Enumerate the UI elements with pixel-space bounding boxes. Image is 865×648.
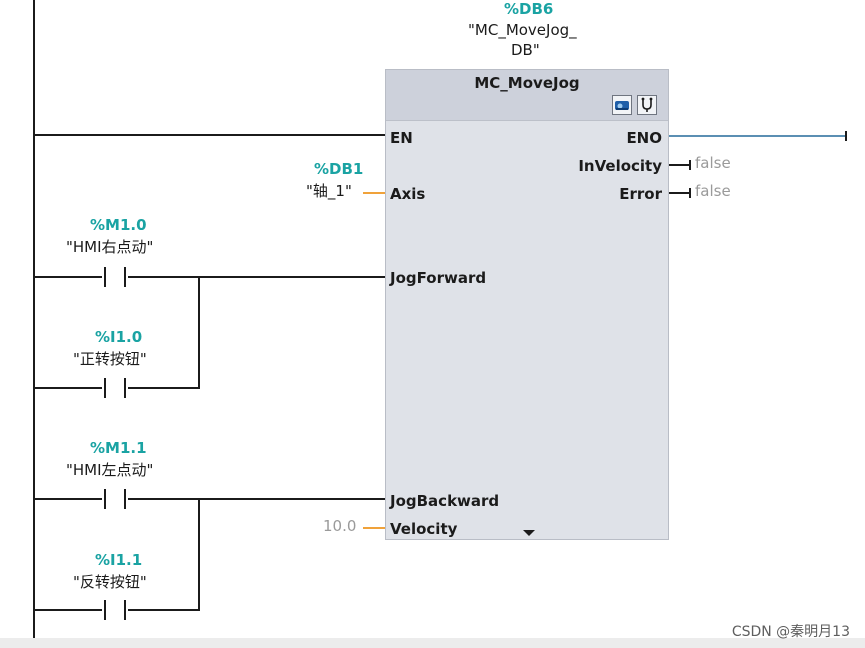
contact-3-no-contact[interactable] [102,489,128,509]
velocity-param-wire [363,527,385,529]
contact-3-address[interactable]: %M1.1 [90,439,147,457]
pin-en: EN [390,129,413,147]
axis-param-symbol[interactable]: "轴_1" [306,182,352,200]
block-title: MC_MoveJog [474,74,580,92]
instance-db-name-cont[interactable]: DB" [511,41,540,59]
rung-backward-wire-b [128,498,385,500]
in-velocity-wire-end [689,160,691,170]
rung-backward-wire-a [35,498,102,500]
pin-error: Error [619,185,662,203]
branch-forward-wire-a [35,387,102,389]
contact-2-no-contact[interactable] [102,378,128,398]
rung-forward-wire-b [128,276,385,278]
contact-1-address[interactable]: %M1.0 [90,216,147,234]
rung-forward-wire-a [35,276,102,278]
branch-backward-wire-b [128,609,200,611]
instance-db-address[interactable]: %DB6 [504,0,554,18]
pin-velocity: Velocity [390,520,458,538]
expand-arrow-icon[interactable] [523,530,535,536]
pin-in-velocity: InVelocity [578,157,662,175]
watermark-text: CSDN @秦明月13 [731,624,850,640]
branch-backward-junction [198,498,200,611]
contact-1-no-contact[interactable] [102,267,128,287]
contact-3-symbol[interactable]: "HMI左点动" [66,461,154,479]
branch-backward-wire-a [35,609,102,611]
in-velocity-value[interactable]: false [695,154,731,172]
pin-axis: Axis [390,185,426,203]
contact-4-address[interactable]: %I1.1 [95,551,143,569]
velocity-value[interactable]: 10.0 [323,517,357,535]
eno-wire-end [845,131,847,141]
en-wire [35,134,385,136]
instance-db-name[interactable]: "MC_MoveJog_ [468,21,577,39]
diagnostics-icon[interactable] [637,95,657,115]
contact-4-no-contact[interactable] [102,600,128,620]
in-velocity-wire [669,164,691,166]
axis-param-address[interactable]: %DB1 [314,160,364,178]
mc-movejog-block[interactable]: MC_MoveJog [385,69,669,540]
error-wire [669,192,691,194]
bottom-scrollbar[interactable] [0,638,865,648]
axis-param-wire [363,192,385,194]
block-header: MC_MoveJog [386,70,668,121]
pin-jog-forward: JogForward [390,269,487,287]
drive-icon[interactable] [612,95,632,115]
contact-1-symbol[interactable]: "HMI右点动" [66,238,154,256]
contact-2-symbol[interactable]: "正转按钮" [73,350,147,368]
error-wire-end [689,188,691,198]
eno-wire [669,135,846,137]
pin-jog-backward: JogBackward [390,492,500,510]
branch-forward-junction [198,276,200,389]
left-power-rail [33,0,35,638]
branch-forward-wire-b [128,387,200,389]
pin-eno: ENO [626,129,662,147]
error-value[interactable]: false [695,182,731,200]
contact-4-symbol[interactable]: "反转按钮" [73,573,147,591]
contact-2-address[interactable]: %I1.0 [95,328,143,346]
